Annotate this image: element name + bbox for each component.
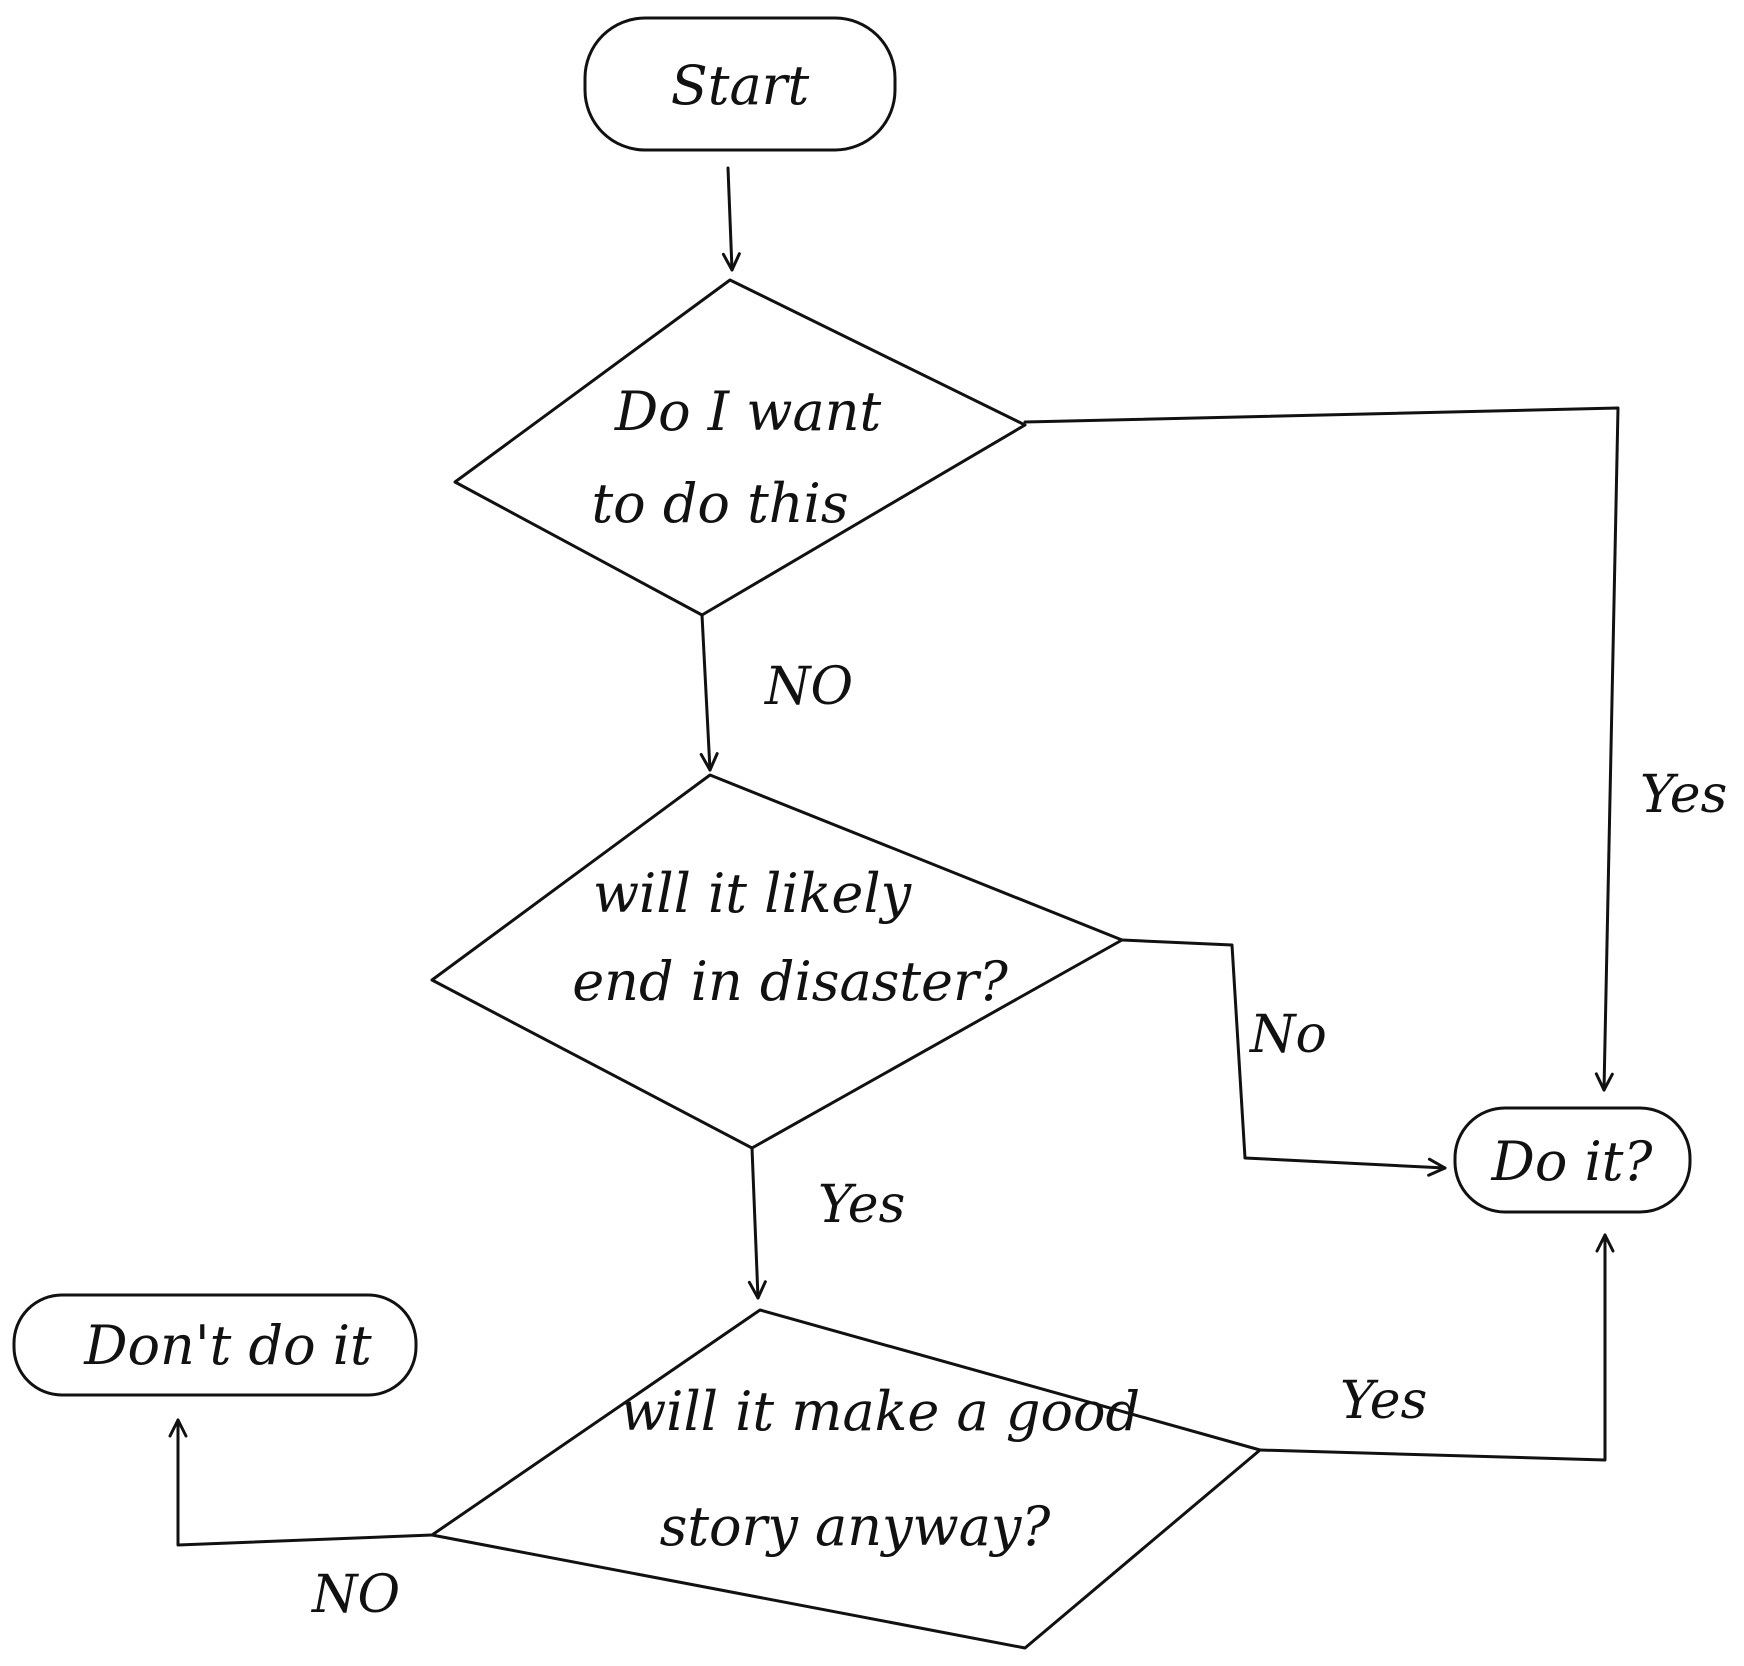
edge-label-q1-yes: Yes (1640, 765, 1727, 825)
decision-good-story: will it make a good story anyway? (430, 1308, 1262, 1650)
edge-label-q1-no: NO (763, 657, 853, 717)
arrow-q3-yes-to-do-it (1258, 1233, 1615, 1462)
arrow-q2-no-to-do-it (1120, 938, 1447, 1177)
decision-good-story-line1: will it make a good (620, 1380, 1140, 1443)
decision-want-to-do-this-line2: to do this (591, 472, 848, 535)
decision-want-to-do-this-line1: Do I want (614, 380, 882, 443)
start-node-shape (583, 16, 897, 152)
dont-do-it-node-shape (12, 1293, 418, 1397)
arrow-q1-yes-to-do-it (1023, 406, 1620, 1092)
decision-end-in-disaster-line1: will it likely (593, 862, 913, 925)
decision-good-story-line2: story anyway? (660, 1495, 1052, 1558)
decision-want-to-do-this-shape (453, 278, 1027, 617)
decision-end-in-disaster: will it likely end in disaster? (430, 773, 1124, 1150)
do-it-node-label: Do it? (1491, 1130, 1654, 1193)
arrow-q2-yes-to-q3 (747, 1146, 767, 1300)
start-node: Start (583, 16, 897, 152)
edge-label-q3-no: NO (310, 1565, 400, 1625)
arrow-q3-no-to-dont-do-it (168, 1418, 434, 1547)
edge-label-q2-yes: Yes (818, 1175, 905, 1235)
decision-want-to-do-this: Do I want to do this (453, 278, 1027, 617)
decision-good-story-shape (430, 1308, 1262, 1650)
do-it-node: Do it? (1453, 1106, 1692, 1214)
edge-label-q3-yes: Yes (1340, 1371, 1427, 1431)
dont-do-it-node-label: Don't do it (83, 1314, 372, 1377)
dont-do-it-node: Don't do it (12, 1293, 418, 1397)
start-node-label: Start (671, 54, 810, 117)
edge-label-q2-no: No (1248, 1005, 1327, 1065)
arrow-q1-no-to-q2 (699, 613, 719, 772)
decision-end-in-disaster-line2: end in disaster? (572, 950, 1009, 1013)
do-it-node-shape (1453, 1106, 1692, 1214)
arrow-start-to-q1 (721, 166, 741, 272)
